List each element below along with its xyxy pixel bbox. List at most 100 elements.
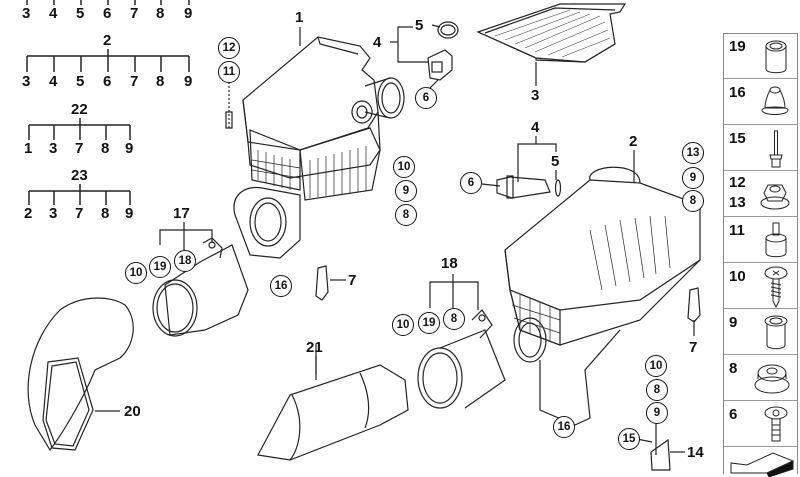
clip-7-left (315, 265, 329, 301)
bushing-icon (764, 315, 788, 350)
callout-9-b: 9 (682, 167, 704, 189)
grommet-icon (754, 364, 790, 394)
mass-air-flow-sensor-right (496, 175, 562, 199)
tree22-child: 8 (101, 140, 110, 157)
legend-item: 11 (724, 216, 797, 263)
callout-10-d: 10 (645, 355, 667, 377)
legend-label: 19 (729, 38, 746, 55)
self-tapping-screw-icon (764, 266, 788, 309)
tree23-child: 3 (49, 205, 58, 222)
tree0-child: 3 (22, 5, 31, 22)
tree22-child: 7 (75, 140, 84, 157)
callout-3: 3 (531, 87, 540, 104)
callout-15: 15 (618, 428, 640, 450)
callout-2: 2 (629, 133, 638, 150)
callout-9-c: 9 (646, 402, 668, 424)
legend-label: 6 (729, 406, 738, 423)
legend-label: 15 (729, 130, 746, 147)
tree23-child: 9 (125, 205, 134, 222)
callout-8-d: 8 (646, 379, 668, 401)
tree2-child: 4 (49, 73, 58, 90)
intake-duct-18 (417, 309, 506, 409)
legend-label: 8 (729, 360, 738, 377)
tree23-child: 7 (75, 205, 84, 222)
air-filter-housing-2 (504, 166, 701, 426)
legend-item: 10 (724, 262, 797, 309)
tree0-child: 5 (76, 5, 85, 22)
tree2-child: 8 (156, 73, 165, 90)
callout-17: 17 (173, 205, 190, 222)
callout-5-right: 5 (551, 153, 560, 170)
callout-7-left: 7 (348, 272, 357, 289)
stud-mount-icon (765, 222, 787, 258)
legend-item: 19 (724, 34, 797, 78)
legend-item: 15 (724, 124, 797, 171)
callout-10-b: 10 (125, 262, 147, 284)
callout-16-b: 16 (553, 416, 575, 438)
callout-8-a: 8 (395, 204, 417, 226)
group-tree-lines (26, 0, 190, 205)
tree0-child: 7 (130, 5, 139, 22)
tree23-child: 2 (24, 205, 33, 222)
legend-item: 12 13 (724, 170, 797, 217)
mass-air-flow-sensor-upper (427, 21, 459, 81)
callout-16-a: 16 (270, 275, 292, 297)
filter-element-3 (476, 3, 627, 63)
callout-21: 21 (306, 339, 323, 356)
tree0-child: 9 (184, 5, 193, 22)
tree2-child: 6 (103, 73, 112, 90)
legend-label: 10 (729, 268, 746, 285)
tree22-parent: 22 (71, 101, 88, 118)
intake-duct-17 (152, 237, 249, 337)
callout-6-right: 6 (460, 172, 482, 194)
resonator-21 (257, 345, 409, 461)
tree2-child: 7 (130, 73, 139, 90)
legend-label: 13 (729, 194, 746, 211)
tree23-parent: 23 (71, 167, 88, 184)
tree22-child: 9 (125, 140, 134, 157)
legend-label: 12 (729, 174, 746, 191)
callout-13: 13 (682, 142, 704, 164)
callout-4-right: 4 (531, 119, 540, 136)
bracket-14 (650, 420, 671, 471)
legend-label: 9 (729, 314, 738, 331)
callout-12: 12 (218, 37, 240, 59)
callout-4-upper: 4 (373, 34, 382, 51)
callout-10-a: 10 (393, 156, 415, 178)
tree2-child: 9 (184, 73, 193, 90)
callout-7-right: 7 (689, 339, 698, 356)
tree22-child: 3 (49, 140, 58, 157)
callout-11: 11 (218, 61, 240, 83)
legend-item: 6 (724, 400, 797, 447)
legend-item: 8 (724, 354, 797, 401)
callout-14: 14 (687, 444, 704, 461)
tree0-child: 8 (156, 5, 165, 22)
rivet-icon (769, 130, 783, 168)
tree0-child: 4 (49, 5, 58, 22)
callout-8-c: 8 (443, 308, 465, 330)
tree2-child: 3 (22, 73, 31, 90)
callout-1: 1 (295, 9, 304, 26)
tree23-child: 8 (101, 205, 110, 222)
arrow-tag-icon (730, 452, 795, 477)
clip-7-right (687, 287, 701, 323)
callout-18: 18 (441, 255, 458, 272)
air-filter-housing-1 (225, 36, 405, 259)
callout-19-b: 19 (418, 312, 440, 334)
rubber-mount-icon (761, 86, 789, 115)
tree22-child: 1 (24, 140, 33, 157)
nut-icon (760, 184, 790, 210)
legend-item: 9 (724, 308, 797, 355)
callout-19-a: 19 (149, 256, 171, 278)
callout-18-a: 18 (174, 250, 196, 272)
screw-icon (764, 406, 788, 442)
tree2-parent: 2 (103, 32, 112, 49)
tree2-child: 5 (76, 73, 85, 90)
callout-20: 20 (124, 403, 141, 420)
callout-5-upper: 5 (415, 17, 424, 34)
callout-10-c: 10 (392, 314, 414, 336)
callout-9-a: 9 (395, 180, 417, 202)
legend-label: 16 (729, 84, 746, 101)
tree0-child: 6 (103, 5, 112, 22)
